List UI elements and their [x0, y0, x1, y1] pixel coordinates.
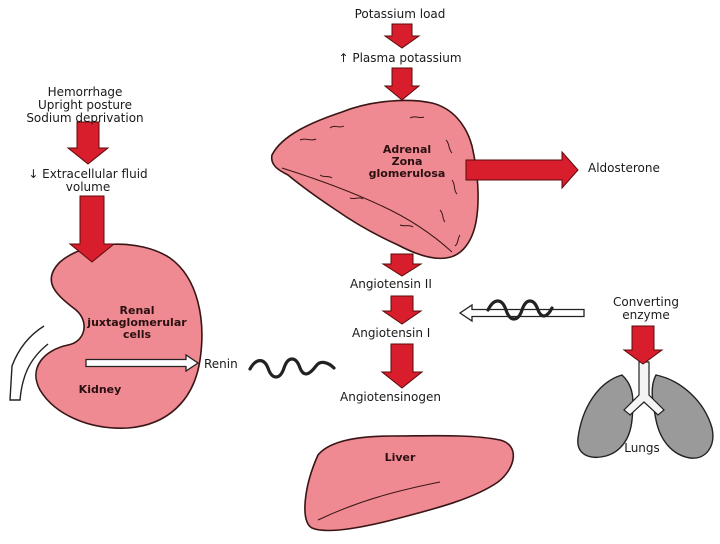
adrenal-fold-line — [281, 167, 453, 253]
label-liver: Liver — [384, 451, 416, 464]
arrow-potassium-load-down — [383, 23, 421, 49]
enzyme-squiggle — [486, 299, 554, 321]
ecf-volume-line1: ↓ Extracellular fluid — [28, 167, 148, 181]
arrow-liver-to-angiotensinogen — [380, 343, 424, 389]
adrenal-gland — [270, 99, 479, 260]
label-renin: Renin — [204, 357, 238, 371]
kidney-cells-line2: juxtaglomerular — [87, 316, 187, 329]
label-plasma-potassium: ↑ Plasma potassium — [338, 51, 462, 65]
label-angiotensin-i: Angiotensin I — [352, 326, 431, 340]
liver-organ — [304, 434, 515, 532]
renin-squiggle — [248, 357, 336, 379]
adrenal-line2: Zona — [391, 155, 423, 168]
label-stimuli: Hemorrhage Upright posture Sodium depriv… — [10, 86, 160, 125]
ecf-volume-line2: volume — [65, 180, 111, 194]
arrow-stimuli-to-ecf — [66, 121, 110, 165]
kidney-organ — [35, 243, 203, 429]
label-kidney: Kidney — [78, 383, 122, 396]
adrenal-line3: glomerulosa — [368, 167, 446, 180]
arrow-angiotensin-ii-up — [381, 253, 423, 277]
arrow-kidney-to-renin — [85, 353, 200, 373]
label-angiotensin-ii: Angiotensin II — [350, 277, 432, 291]
label-potassium-load: Potassium load — [354, 7, 446, 21]
stimulus-sodium-deprivation: Sodium deprivation — [26, 111, 144, 125]
arrow-adrenal-to-aldosterone — [465, 150, 579, 190]
label-ecf-volume: ↓ Extracellular fluid volume — [8, 168, 168, 194]
label-lungs: Lungs — [624, 441, 660, 455]
label-kidney-cells: Renal juxtaglomerular cells — [72, 305, 202, 341]
label-angiotensinogen: Angiotensinogen — [340, 390, 441, 404]
arrow-plasma-k-to-adrenal — [383, 67, 421, 101]
trachea — [623, 361, 665, 416]
arrow-ecf-to-kidney — [68, 195, 116, 263]
kidney-cells-line1: Renal — [119, 304, 155, 317]
arrow-lungs-to-enzyme — [622, 325, 664, 365]
adrenal-line1: Adrenal — [382, 143, 432, 156]
kidney-cells-line3: cells — [122, 328, 152, 341]
adrenal-texture — [299, 116, 461, 247]
label-adrenal: Adrenal Zona glomerulosa — [352, 144, 462, 180]
label-converting-enzyme: Converting enzyme — [596, 296, 696, 322]
label-aldosterone: Aldosterone — [588, 161, 660, 175]
arrow-angiotensin-i-up — [381, 295, 423, 325]
liver-lobe-line — [317, 481, 441, 521]
stimulus-upright-posture: Upright posture — [38, 98, 132, 112]
stimulus-hemorrhage: Hemorrhage — [47, 85, 123, 99]
converting-enzyme-line2: enzyme — [622, 308, 670, 322]
ureter-tube — [9, 325, 49, 401]
converting-enzyme-line1: Converting — [612, 295, 679, 309]
